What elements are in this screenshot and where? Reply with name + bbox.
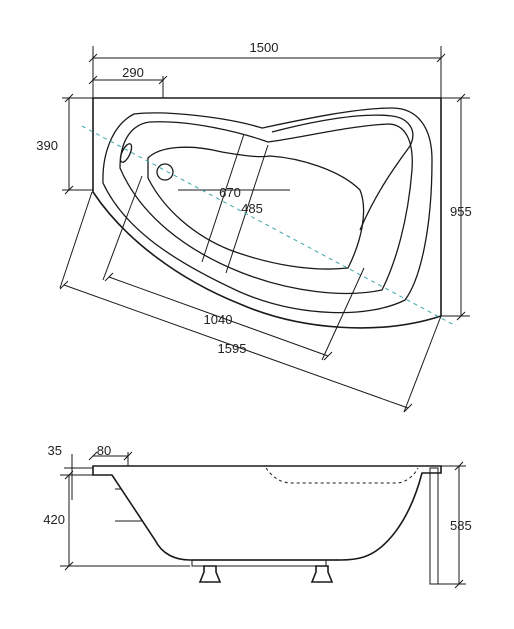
center-axis (81, 125, 457, 327)
dimension-label-1500: 1500 (250, 40, 279, 55)
dimension-label-1595: 1595 (218, 341, 247, 356)
drain-icon (156, 163, 174, 181)
top-view: 1500 290 390 955 (36, 40, 472, 413)
dimension-drain-offset: 290 (88, 65, 168, 160)
dimension-diagonal-length: 1595 (59, 191, 442, 413)
dimension-label-485: 485 (241, 201, 263, 216)
dimension-label-420: 420 (43, 512, 65, 527)
dimension-label-35: 35 (48, 443, 62, 458)
bathtub-basin (119, 121, 413, 295)
front-panel (429, 467, 439, 585)
bathtub-backrest-ledge (271, 114, 414, 231)
support-feet (191, 559, 340, 583)
dimension-tub-depth: 420 (43, 470, 190, 571)
side-view: 35 80 420 n52 (43, 443, 472, 589)
dimension-inner-length: 1040 (102, 175, 365, 361)
dimension-label-80: 80 (97, 443, 111, 458)
dimension-total-width: 1500 (88, 40, 446, 98)
dimension-bottom-width: 485 (241, 201, 263, 216)
dimension-basin-width: 670 (178, 133, 290, 274)
foot-right (310, 565, 334, 583)
dimension-label-1040: 1040 (204, 312, 233, 327)
headrest-dashed-outline (265, 467, 419, 484)
dimension-label-585: 585 (450, 518, 472, 533)
dimension-label-955: 955 (450, 204, 472, 219)
bathtub-floor (147, 146, 365, 270)
dimension-total-height: 585 (438, 461, 472, 589)
dimension-rim-width: 80 (88, 443, 133, 466)
foot-left (198, 565, 222, 583)
overflow-icon (119, 143, 133, 163)
dimension-left-height: 390 (36, 93, 93, 195)
dimension-label-670: 670 (219, 185, 241, 200)
foot-left-bracket (191, 559, 327, 567)
bathtub-side-profile (92, 465, 442, 561)
dimension-total-depth: 955 (441, 93, 472, 321)
bathtub-outer-rim (92, 97, 442, 329)
dimension-rim-thickness: 35 (48, 443, 93, 500)
dimension-label-290: 290 (122, 65, 144, 80)
dimension-label-390: 390 (36, 138, 58, 153)
bathtub-inner-rim (102, 107, 433, 314)
